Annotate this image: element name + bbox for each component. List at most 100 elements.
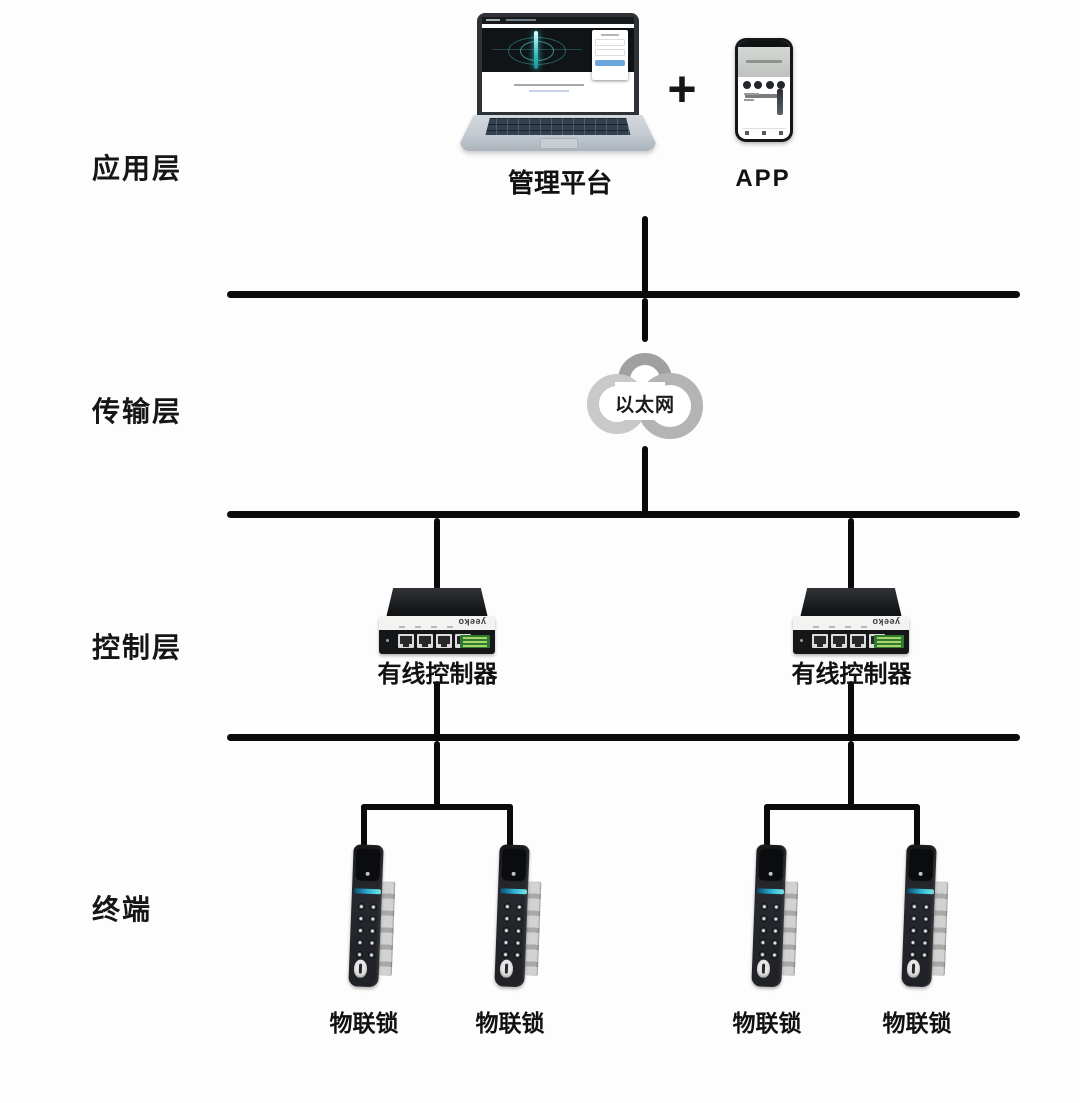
- app-banner-text: [745, 94, 783, 98]
- phone-screen: [738, 41, 790, 139]
- app-round-icon: [765, 81, 774, 89]
- lock-keypad: [906, 900, 933, 962]
- lock-label-1: 物联锁: [329, 1010, 399, 1036]
- controller-brand-text: yeeko: [871, 617, 900, 627]
- app-round-icon: [743, 81, 751, 89]
- hero-lock-graphic: [534, 31, 538, 69]
- lock-key-cylinder: [353, 959, 368, 978]
- plus-sign: +: [667, 61, 697, 117]
- layer-label-terminal: 终端: [92, 894, 153, 925]
- lock-accent-stripe: [499, 888, 528, 895]
- lock-accent-stripe: [756, 888, 785, 895]
- lock-logo-dot: [511, 871, 516, 876]
- iot-lock-illustration: [898, 844, 949, 988]
- connector-bus2-to-controller-1: [434, 518, 440, 590]
- wired-controller-illustration: yeeko: [793, 588, 909, 654]
- nav-icon: [779, 131, 783, 135]
- controller-led: [800, 639, 803, 642]
- bus-line-transmission: [227, 511, 1020, 518]
- laptop-display-content: [482, 17, 634, 112]
- drop-to-lock-2: [507, 804, 513, 848]
- platform-label: 管理平台: [507, 168, 612, 198]
- controller-label-band: yeeko: [793, 616, 909, 630]
- iot-lock-illustration: [345, 844, 396, 988]
- phone-status-bar: [738, 41, 790, 47]
- controller-port-band: [793, 630, 909, 654]
- webapp-top-bar: [482, 17, 634, 24]
- wired-controller-illustration: yeeko: [379, 588, 495, 654]
- lock-logo-dot: [918, 871, 923, 876]
- app-round-icon: [754, 81, 763, 89]
- lock-body: [751, 844, 787, 988]
- laptop-screen: [477, 13, 639, 117]
- login-field: [595, 49, 625, 56]
- lock-key-cylinder: [499, 959, 514, 978]
- lock-card-reader: [908, 848, 934, 882]
- controller-brand-text: yeeko: [457, 617, 486, 627]
- webapp-text-line: [514, 84, 584, 86]
- laptop-keyboard: [485, 118, 631, 135]
- controller-port-band: [379, 630, 495, 654]
- lock-logo-dot: [365, 871, 370, 876]
- lock-body: [901, 844, 937, 988]
- ethernet-port: [436, 634, 452, 648]
- bus-line-application: [227, 291, 1020, 298]
- controller-green-label: [460, 635, 490, 648]
- branch-drop-right: [848, 741, 854, 810]
- lock-label-2: 物联锁: [475, 1010, 545, 1036]
- controller-label-band: yeeko: [379, 616, 495, 630]
- drop-to-lock-3: [764, 804, 770, 848]
- controller-green-label: [874, 635, 904, 648]
- branch-bar-right: [764, 804, 920, 810]
- drop-to-lock-4: [914, 804, 920, 848]
- iot-lock-illustration: [748, 844, 799, 988]
- lock-card-reader: [501, 848, 527, 882]
- app-product-image: [777, 89, 783, 115]
- nav-icon: [762, 131, 766, 135]
- connector-controller-1-to-bus3: [434, 681, 440, 737]
- lock-label-3: 物联锁: [732, 1010, 802, 1036]
- controller-led: [386, 639, 389, 642]
- layer-label-control: 控制层: [92, 632, 183, 663]
- ethernet-port: [850, 634, 866, 648]
- lock-card-reader: [355, 848, 381, 882]
- app-text-line: [744, 93, 759, 95]
- login-button: [595, 60, 625, 66]
- app-header-image: [738, 47, 790, 77]
- lock-body: [348, 844, 384, 988]
- ethernet-port: [398, 634, 414, 648]
- ethernet-port: [812, 634, 828, 648]
- lock-label-4: 物联锁: [882, 1010, 952, 1036]
- layer-label-application: 应用层: [92, 153, 183, 184]
- laptop-base: [460, 115, 656, 151]
- lock-card-reader: [758, 848, 784, 882]
- login-title-bar: [601, 34, 619, 36]
- lock-accent-stripe: [906, 888, 935, 895]
- login-field: [595, 39, 625, 46]
- controller-top-face: [386, 588, 488, 618]
- controller-front-face: yeeko: [793, 616, 909, 654]
- laptop-trackpad: [540, 138, 578, 149]
- laptop-illustration: [460, 13, 656, 153]
- drop-to-lock-1: [361, 804, 367, 848]
- controller-label-2: 有线控制器: [791, 661, 912, 688]
- app-label: APP: [735, 165, 791, 192]
- app-bottom-nav: [742, 128, 786, 137]
- ethernet-port: [831, 634, 847, 648]
- layer-label-transmission: 传输层: [92, 396, 183, 427]
- lock-keypad: [756, 900, 783, 962]
- webapp-text-line: [529, 90, 569, 92]
- lock-key-cylinder: [756, 959, 771, 978]
- lock-body: [494, 844, 530, 988]
- smartphone-illustration: [735, 38, 793, 142]
- controller-label-1: 有线控制器: [377, 661, 498, 688]
- lock-keypad: [353, 900, 380, 962]
- cloud-inner-fill: [615, 382, 665, 420]
- webapp-strip: [482, 24, 634, 28]
- connector-bus2-to-controller-2: [848, 518, 854, 590]
- lock-key-cylinder: [906, 959, 921, 978]
- connector-cloud-to-bus2: [642, 446, 648, 514]
- ethernet-cloud-icon: [587, 353, 703, 439]
- iot-lock-illustration: [491, 844, 542, 988]
